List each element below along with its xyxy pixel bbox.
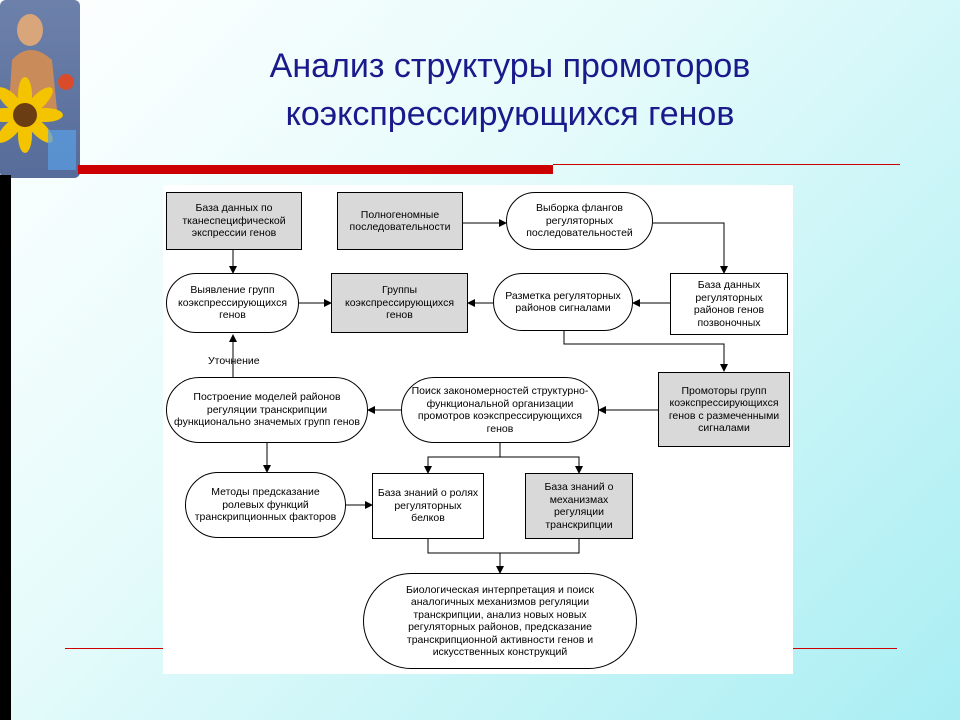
node-detect-groups: Выявление групп коэкспрессирующихся гено… <box>166 273 299 333</box>
title-underline-thick <box>78 165 553 174</box>
node-build-models: Построение моделей районов регуляции тра… <box>166 377 368 443</box>
node-kb-mechanisms: База знаний о механизмах регуляции транс… <box>525 473 633 539</box>
arrow-kbroles-to-bio <box>427 539 504 574</box>
node-db-regulatory: База данных регуляторных районов генов п… <box>670 273 788 335</box>
flowchart-diagram: База данных по тканеспецифической экспре… <box>163 185 793 674</box>
node-groups: Группы коэкспрессирующихся генов <box>331 273 468 333</box>
slide-title: Анализ структуры промоторов коэкспрессир… <box>100 42 920 138</box>
line-kbmech-join <box>500 539 580 554</box>
node-flank-sample: Выборка флангов регуляторных последовате… <box>506 192 653 250</box>
node-methods: Методы предсказание ролевых функций тран… <box>185 472 346 538</box>
node-db-tissue: База данных по тканеспецифической экспре… <box>166 192 302 250</box>
flowchart-connectors <box>229 219 728 574</box>
arrow-search-to-kbmech <box>500 456 583 474</box>
footer-line-right <box>792 648 897 649</box>
arrow-flank-to-dbreg <box>653 222 728 274</box>
node-kb-roles: База знаний о ролях регуляторных белков <box>372 473 484 539</box>
node-genome-seq: Полногеномные последовательности <box>337 192 463 250</box>
node-promoters: Промоторы групп коэкспрессирующихся гено… <box>658 372 790 447</box>
logo-image <box>0 0 80 178</box>
node-bio-interpretation: Биологическая интерпретация и поиск анал… <box>363 573 637 669</box>
arrow-search-to-kbroles <box>424 440 501 474</box>
label-refinement: Уточнение <box>208 355 260 367</box>
title-line-2: коэкспрессирующихся генов <box>285 95 735 133</box>
arrow-markup-to-promoters <box>563 330 728 372</box>
footer-line-left <box>65 648 165 649</box>
node-search-patterns: Поиск закономерностей структурно-функцио… <box>401 377 599 443</box>
title-underline-thin <box>553 164 900 165</box>
title-line-1: Анализ структуры промоторов <box>269 47 751 85</box>
left-accent-bar <box>0 175 11 720</box>
node-markup: Разметка регуляторных районов сигналами <box>493 273 633 331</box>
